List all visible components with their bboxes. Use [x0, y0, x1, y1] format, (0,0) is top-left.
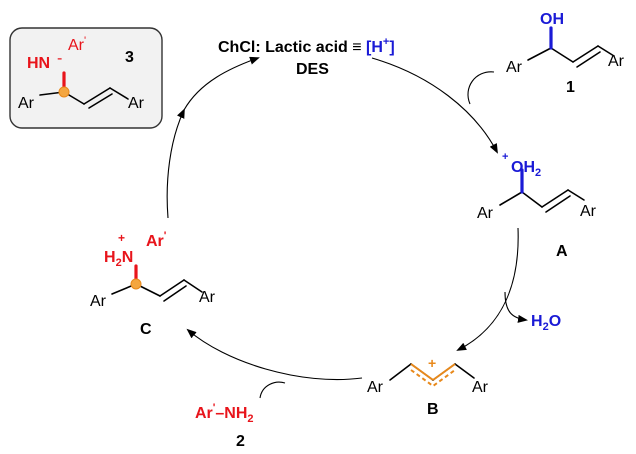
compoundC-ar-prime: Ar'	[146, 230, 167, 250]
compoundA-ar-right: Ar	[580, 203, 597, 220]
product-3-box: HN - Ar' 3 Ar Ar	[9, 27, 163, 129]
amine-label: 2	[236, 433, 245, 450]
compoundA-label: A	[556, 243, 568, 260]
product-box-frame	[9, 27, 163, 129]
stereocenter-dot	[130, 278, 142, 290]
bond	[159, 279, 185, 297]
compound1-oh: OH	[540, 11, 564, 28]
compound-1: OH Ar Ar 1	[506, 11, 625, 96]
feed-arrow-compound1	[467, 71, 495, 105]
bond	[109, 87, 129, 100]
compound1-ar-right: Ar	[608, 53, 625, 70]
product-hn: HN	[27, 55, 50, 72]
amine-formula: Ar'–NH2	[195, 402, 254, 425]
compound1-label: 1	[566, 79, 575, 96]
catalyst-line2: DES	[296, 61, 329, 78]
compoundB-ar-left: Ar	[367, 379, 384, 396]
compoundB-label: B	[427, 401, 439, 418]
compoundB-ar-right: Ar	[472, 379, 489, 396]
release-arrow-water	[504, 291, 528, 323]
bond	[183, 279, 203, 293]
compound-c: + H2N Ar' Ar Ar C	[90, 230, 216, 338]
product-label: 3	[125, 49, 134, 66]
bond	[499, 191, 523, 206]
compoundC-label: C	[140, 321, 152, 338]
product-ar-prime: Ar'	[68, 35, 86, 54]
cycle-arrow-to-a	[371, 57, 498, 154]
bond	[576, 51, 601, 68]
bond	[527, 47, 552, 61]
bond	[567, 189, 585, 201]
compoundC-ar-left: Ar	[90, 293, 107, 310]
bond	[572, 45, 599, 63]
allyl-delocalization	[410, 369, 456, 388]
bond	[454, 363, 475, 379]
allyl-bond	[410, 363, 434, 381]
compound-b: + Ar Ar B	[367, 355, 489, 418]
cycle-arrow-to-c	[186, 328, 363, 381]
bond	[541, 189, 569, 208]
product-dash: -	[57, 50, 62, 67]
cycle-arrow-to-b	[456, 227, 519, 351]
bond	[389, 363, 412, 381]
compoundA-ar-left: Ar	[477, 205, 494, 222]
product-ar-right: Ar	[128, 95, 145, 112]
compoundC-plus: +	[118, 231, 125, 245]
cycle-arrow-to-product	[166, 108, 185, 219]
feed-arrow-amine	[259, 381, 286, 399]
bond	[597, 45, 615, 57]
compoundC-h2n: H2N	[104, 249, 133, 269]
compoundA-plus: +	[502, 151, 508, 163]
cycle-arrow-to-catalyst	[183, 56, 260, 111]
bond	[521, 191, 543, 208]
amine-2: Ar'–NH2 2	[195, 402, 254, 450]
compoundC-ar-right: Ar	[199, 289, 216, 306]
catalyst-label: ChCl: Lactic acid ≡ [H+] DES	[218, 36, 395, 78]
compound1-ar-left: Ar	[506, 59, 523, 76]
product-ar-left: Ar	[18, 95, 35, 112]
bond	[83, 87, 111, 105]
bond	[545, 195, 571, 213]
compoundB-plus: +	[428, 355, 436, 371]
stereocenter-dot	[58, 86, 70, 98]
bond	[88, 93, 113, 109]
bond	[550, 47, 574, 63]
bond	[163, 285, 187, 302]
catalyst-line1: ChCl: Lactic acid ≡ [H+]	[218, 36, 395, 56]
water-label: H2O	[531, 313, 561, 333]
compound-a: + OH2 Ar Ar A	[477, 151, 597, 260]
compoundA-oh2: OH2	[511, 159, 541, 179]
allyl-bond	[432, 363, 456, 381]
